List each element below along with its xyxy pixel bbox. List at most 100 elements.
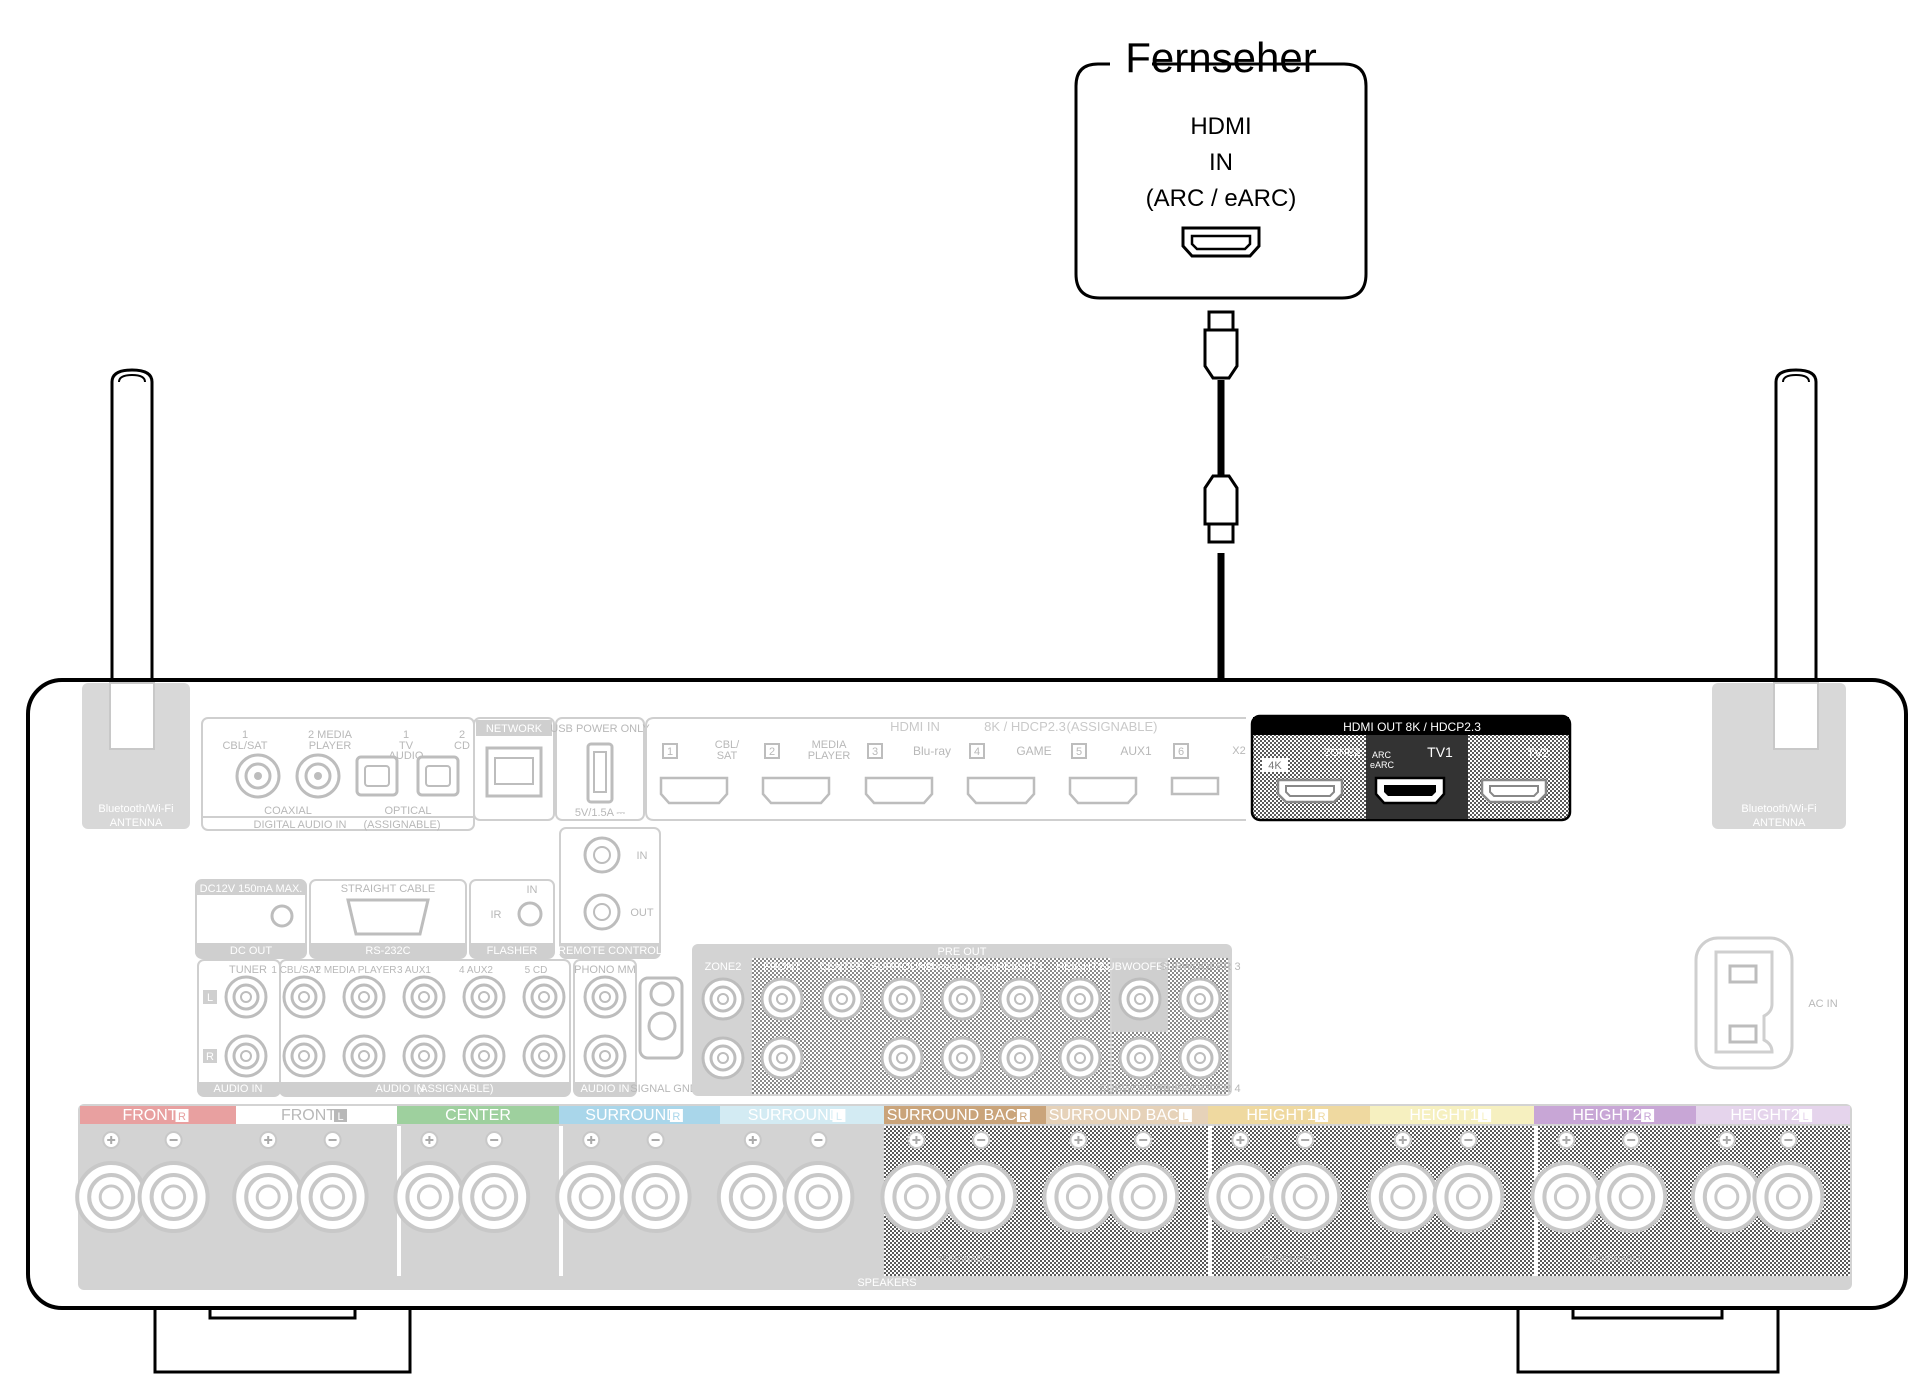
pre-out-jack-6-1[interactable] (998, 977, 1042, 1021)
hdmi-in-port-5[interactable] (1068, 776, 1138, 805)
rca-jack-2-r[interactable] (282, 1034, 326, 1078)
speaker-side: R (1019, 1111, 1027, 1123)
rca-jack-2-l[interactable] (282, 975, 326, 1019)
rca-jack-1-l[interactable] (224, 975, 268, 1019)
pre-out-jack-7-2[interactable] (1058, 1036, 1102, 1080)
rca-jack-7-l[interactable] (583, 975, 627, 1019)
speaker-side-box (1799, 1109, 1813, 1122)
pre-out-jack-8-1[interactable] (1118, 977, 1162, 1021)
rca-jack-6-l[interactable] (522, 975, 566, 1019)
dai-in1-name: CBL/SAT (222, 740, 267, 752)
antenna-right (1774, 368, 1818, 682)
flasher-ir: IR (491, 909, 502, 921)
speaker-terminal-11-minus[interactable] (1752, 1131, 1825, 1233)
pre-out-channel-label: SURROUND BACK (927, 963, 998, 972)
flasher-jack[interactable] (517, 901, 543, 927)
rca-jack-6-r[interactable] (522, 1034, 566, 1078)
dc-out-label: DC OUT (230, 945, 272, 957)
pre-out-jack-8-2[interactable] (1118, 1036, 1162, 1080)
optical-jack-2[interactable] (416, 755, 460, 797)
pre-out-jack-9-2[interactable] (1178, 1036, 1222, 1080)
tv-hdmi-port-icon[interactable] (1181, 226, 1261, 258)
rs232-port[interactable] (346, 898, 430, 936)
pre-out-jack-4-2[interactable] (880, 1036, 924, 1080)
speakers-label: SPEAKERS (857, 1277, 916, 1289)
ac-in-socket[interactable] (1694, 936, 1794, 1070)
hdmi-in-num: 2 (769, 746, 775, 758)
dai-in3-num: 1 (403, 729, 409, 741)
speaker-terminal-5-plus[interactable] (716, 1131, 789, 1233)
antenna-base-right: Bluetooth/Wi-Fi ANTENNA (1712, 682, 1846, 829)
pre-out-jack-4-1[interactable] (880, 977, 924, 1021)
network-section: NETWORK (473, 717, 555, 821)
speaker-channel-name: SURROUND BACK (887, 1107, 1028, 1124)
pre-out-jack-7-1[interactable] (1058, 977, 1102, 1021)
foot-left (153, 1304, 412, 1374)
hdmi-out-tv1-port[interactable] (1374, 776, 1446, 805)
hdmi-in-num-box (662, 743, 678, 759)
rca-jack-7-r[interactable] (583, 1034, 627, 1078)
speaker-terminal-9-plus[interactable] (1366, 1131, 1439, 1233)
hdmi-in-num-box (969, 743, 985, 759)
rca-jack-5-r[interactable] (462, 1034, 506, 1078)
hdmi-in-num-box (1173, 743, 1189, 759)
remote-in-label: IN (637, 850, 648, 862)
hdmi-in-name: GAME (1016, 744, 1051, 758)
pre-out-jack-2-1[interactable] (760, 977, 804, 1021)
pre-out-zone2: ZONE2 (705, 961, 742, 973)
speaker-terminal-11-plus[interactable] (1690, 1131, 1763, 1233)
hdmi-out-tv2-port[interactable] (1480, 778, 1548, 804)
pre-out-jack-6-2[interactable] (998, 1036, 1042, 1080)
hdmi-in-port-1[interactable] (659, 776, 729, 805)
coaxial-jack-2[interactable] (295, 753, 341, 799)
pre-out-jack-1-2[interactable] (701, 1036, 745, 1080)
optical-jack-1[interactable] (355, 755, 399, 797)
rca-jack-3-l[interactable] (342, 975, 386, 1019)
dc-out-jack[interactable] (270, 904, 294, 928)
rca-jack-4-r[interactable] (402, 1034, 446, 1078)
speaker-terminal-4-minus[interactable] (619, 1131, 692, 1233)
rca-jack-3-r[interactable] (342, 1034, 386, 1078)
speaker-terminal-9-minus[interactable] (1432, 1131, 1505, 1233)
speaker-terminal-2-minus[interactable] (296, 1131, 369, 1233)
hdmi-out-section: HDMI OUT 8K / HDCP2.3 ZONE2 4K ARC eARC … (1250, 714, 1572, 822)
speaker-terminal-10-minus[interactable] (1595, 1131, 1668, 1233)
rca-jack-5-l[interactable] (462, 975, 506, 1019)
pre-out-jack-3-1[interactable] (820, 977, 864, 1021)
pre-out-jacks (701, 977, 1222, 1080)
speaker-terminal-3-plus[interactable] (393, 1131, 466, 1233)
audio-in-phono-label: AUDIO IN (581, 1083, 630, 1095)
dc-out-section: DC12V 150mA MAX. DC OUT (195, 879, 307, 959)
speaker-terminal-8-minus[interactable] (1269, 1131, 1342, 1233)
speaker-terminal-3-minus[interactable] (458, 1131, 531, 1233)
hdmi-out-zone2-port[interactable] (1276, 778, 1344, 804)
hdmi-in-port-4[interactable] (966, 776, 1036, 805)
hdmi-in-port-2[interactable] (761, 776, 831, 805)
hdmi-in-port-3[interactable] (864, 776, 934, 805)
antenna-left-line1: Bluetooth/Wi-Fi (98, 803, 173, 815)
speakers-assignable: ASSIGNABLE (1586, 1254, 1643, 1264)
speaker-terminal-7-minus[interactable] (1107, 1131, 1180, 1233)
audio-in-input-label: 3 AUX1 (397, 965, 431, 976)
coaxial-jack-1[interactable] (235, 753, 281, 799)
signal-gnd-terminal[interactable] (638, 976, 684, 1060)
pre-out-channel-label: FRONT (763, 961, 801, 973)
hdmi-in-port-6[interactable] (1170, 776, 1220, 796)
pre-out-jack-1-1[interactable] (701, 977, 745, 1021)
pre-out-jack-2-2[interactable] (760, 1036, 804, 1080)
dai-coaxial-label: COAXIAL (264, 805, 312, 817)
remote-in-jack[interactable] (583, 836, 621, 874)
speaker-terminal-1-minus[interactable] (137, 1131, 210, 1233)
remote-out-jack[interactable] (583, 893, 621, 931)
pre-out-jack-5-1[interactable] (940, 977, 984, 1021)
pre-out-jack-9-1[interactable] (1178, 977, 1222, 1021)
speaker-terminal-6-minus[interactable] (945, 1131, 1018, 1233)
remote-label: REMOTE CONTROL (558, 945, 662, 957)
pre-out-jack-5-2[interactable] (940, 1036, 984, 1080)
speaker-terminal-5-minus[interactable] (782, 1131, 855, 1233)
rca-jack-1-r[interactable] (224, 1034, 268, 1078)
rca-jack-4-l[interactable] (402, 975, 446, 1019)
network-label: NETWORK (486, 723, 543, 735)
